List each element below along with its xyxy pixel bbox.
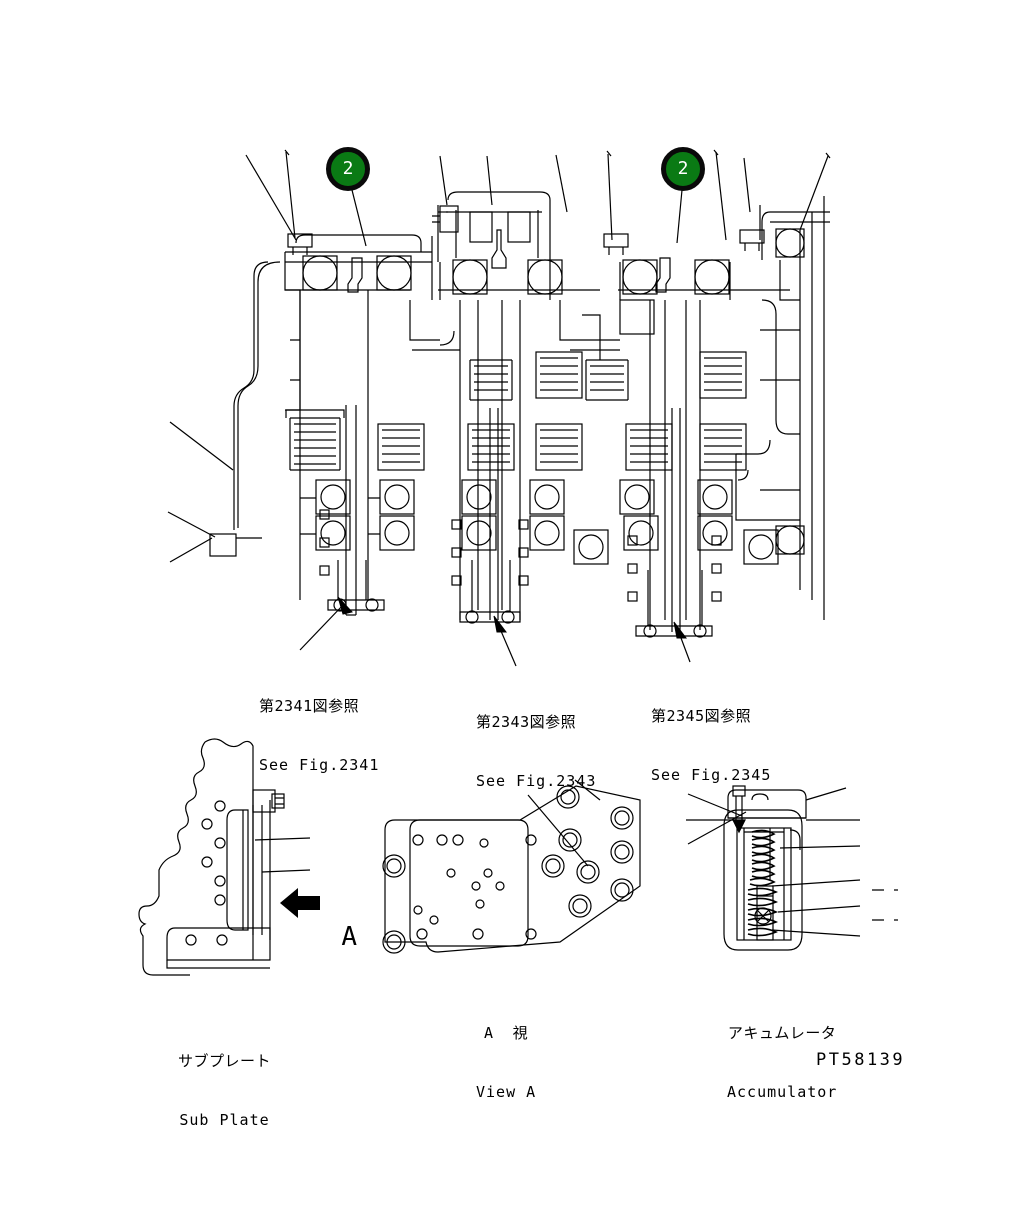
figure-ref-arrows [299,596,691,667]
callout-balloon-2-left[interactable]: 2 [326,147,370,191]
figure-ref-2341: 第2341図参照 See Fig.2341 [259,657,379,795]
view-a-arrow-letter-text: A [341,921,357,952]
accumulator-detail [686,785,898,951]
figure-ref-2345-jp: 第2345図参照 [651,707,752,725]
view-a-label: A 視 View A [476,984,536,1122]
main-valve-body-section [284,191,830,638]
balloon-number: 2 [677,158,689,179]
figure-ref-2345-en: See Fig.2345 [651,765,772,784]
external-tube-left [209,261,281,557]
figure-ref-2343: 第2343図参照 See Fig.2343 [476,673,596,811]
accumulator-label-en: Accumulator [727,1082,838,1101]
figure-ref-2341-jp: 第2341図参照 [259,697,360,715]
main-assembly-left-leaders [167,421,234,563]
sub-plate-view-arrow [280,888,320,918]
view-a-label-jp: A 視 [484,1024,529,1042]
figure-ref-2345: 第2345図参照 See Fig.2345 [651,667,771,805]
drawing-number: PT58139 [816,1050,906,1070]
main-assembly-leader-lines [245,149,831,247]
sub-plate-label-en: Sub Plate [179,1110,270,1129]
figure-ref-2343-en: See Fig.2343 [476,771,597,790]
view-a-detail [382,779,641,954]
callout-balloon-2-right[interactable]: 2 [661,147,705,191]
sub-plate-label-jp: サブプレート [178,1052,272,1070]
view-a-arrow-letter: A [310,888,357,953]
view-a-label-en: View A [476,1082,537,1101]
accumulator-label-jp: アキュムレータ [727,1024,837,1042]
balloon-number: 2 [342,158,354,179]
sub-plate-detail [138,738,311,976]
sub-plate-label: サブプレート Sub Plate [178,1012,271,1150]
figure-ref-2341-en: See Fig.2341 [259,755,380,774]
figure-ref-2343-jp: 第2343図参照 [476,713,577,731]
accumulator-label: アキュムレータ Accumulator [727,984,837,1122]
